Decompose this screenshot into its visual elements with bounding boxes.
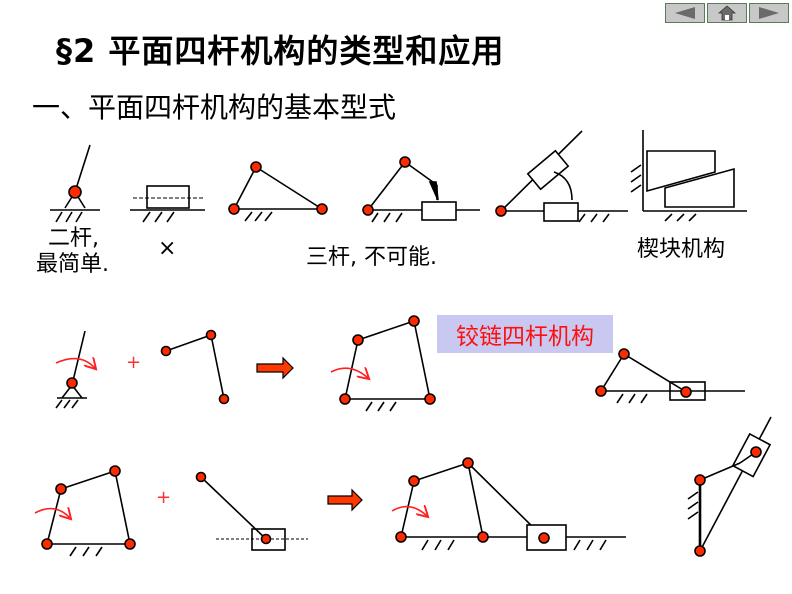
result-arrow-icon [327,488,363,512]
cross-mark: × [158,236,177,261]
two-bar-label: 二杆, [48,226,99,251]
four-bar-result [330,315,436,412]
right-triangle-icon [759,7,779,19]
four-bar-input [34,465,136,557]
slider-crank-diagram [595,348,745,404]
slider-only-diagram [130,185,205,223]
plus-sign: + [156,487,172,508]
two-bar-label-2: 最简单. [36,252,109,277]
wedge-diagram [630,130,747,222]
page-title: §2 平面四杆机构的类型和应用 [56,32,505,70]
result-arrow-icon [256,356,294,380]
slide-nav [665,3,789,23]
left-triangle-icon [675,7,695,19]
four-bar-hinge-label: 铰链四杆机构 [437,315,613,353]
prev-button[interactable] [665,3,705,23]
home-button[interactable] [707,3,747,23]
plus-sign: + [126,352,142,373]
house-icon [718,5,736,21]
six-bar-result [391,457,626,551]
dyad-diagram [160,329,230,405]
next-button[interactable] [749,3,789,23]
section-subtitle: 一、平面四杆机构的基本型式 [32,91,397,124]
two-bar-diagram [50,144,100,223]
crank-diagram [55,330,95,409]
wedge-label: 楔块机构 [637,237,726,262]
guide-bar-diagram [687,416,772,557]
three-bar-label: 三杆, 不可能. [306,245,437,270]
double-slider-diagram [495,130,628,223]
rod-slider-dyad [195,471,308,551]
three-bar-triangle [228,161,328,222]
three-bar-slider [362,156,480,223]
